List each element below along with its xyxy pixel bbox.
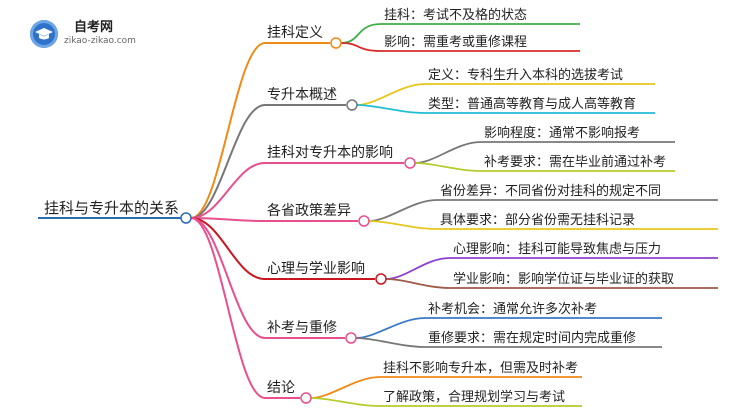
- branch-node: 专升本概述: [265, 87, 358, 111]
- branch-node-circle: [345, 332, 357, 344]
- leaf-label: 了解政策，合理规划学习与考试: [383, 389, 565, 405]
- branch-node-circle: [300, 392, 312, 404]
- branch-node: 挂科定义: [265, 25, 342, 49]
- leaf-node: 具体要求：部分省份需无挂科记录: [437, 213, 718, 230]
- root-node-circle: [180, 212, 192, 224]
- leaf-node: 重修要求：需在规定时间内完成重修: [425, 330, 662, 348]
- leaf-connector: [356, 104, 426, 114]
- leaf-label: 补考机会：通常允许多次补考: [428, 301, 597, 317]
- leaf-label: 挂科不影响专升本，但需及时补考: [383, 360, 578, 376]
- branch-node-circle: [346, 99, 358, 111]
- leaf-label: 影响程度：通常不影响报考: [484, 125, 640, 141]
- branch-label: 挂科定义: [267, 25, 323, 41]
- leaf-label: 具体要求：部分省份需无挂科记录: [440, 213, 635, 228]
- branch-label: 结论: [267, 380, 295, 396]
- branch-connector: [190, 217, 266, 399]
- leaf-label: 挂科：考试不及格的状态: [384, 7, 527, 23]
- branch-node: 结论: [265, 380, 312, 404]
- leaf-connector: [310, 376, 381, 399]
- leaf-label: 定义：专科生升入本科的选拔考试: [428, 67, 623, 83]
- leaf-node: 挂科不影响专升本，但需及时补考: [380, 360, 582, 378]
- branch-connector: [190, 162, 266, 219]
- leaf-connector: [355, 317, 426, 339]
- site-logo: 自考网 zikao-zikao.com: [30, 16, 180, 52]
- graduation-cap-icon: [30, 20, 58, 48]
- logo-title: 自考网: [74, 20, 114, 35]
- leaf-label: 影响：需重考或重修课程: [384, 34, 527, 50]
- leaf-node: 补考要求：需在毕业前通过补考: [481, 154, 675, 172]
- branch-connector: [190, 217, 266, 222]
- leaf-connector: [340, 23, 382, 44]
- leaf-connector: [340, 42, 382, 52]
- leaf-node: 影响：需重考或重修课程: [381, 34, 580, 52]
- branch-node-circle: [375, 273, 387, 285]
- branch-node-circle: [330, 37, 342, 49]
- branch-label: 挂科对专升本的影响: [267, 145, 393, 161]
- branch-connector: [190, 42, 266, 219]
- branch-node-circle: [404, 157, 416, 169]
- leaf-node: 学业影响：影响学位证与毕业证的获取: [450, 271, 718, 289]
- leaf-connector: [385, 278, 451, 289]
- root-node: 挂科与专升本的关系: [38, 199, 192, 224]
- branch-label: 心理与学业影响: [267, 261, 365, 277]
- branch-connector: [190, 104, 266, 219]
- leaf-connector: [414, 141, 482, 164]
- branch-node: 各省政策差异: [265, 202, 370, 227]
- branch-node: 挂科对专升本的影响: [265, 145, 416, 169]
- leaf-node: 挂科：考试不及格的状态: [381, 7, 580, 25]
- leaf-connector: [356, 83, 426, 106]
- branch-label: 专升本概述: [267, 87, 337, 103]
- leaf-connector: [310, 397, 381, 407]
- leaf-node: 定义：专科生升入本科的选拔考试: [425, 67, 655, 85]
- leaf-node: 补考机会：通常允许多次补考: [425, 301, 662, 319]
- branch-connector: [190, 217, 266, 280]
- mind-map-nodes: 挂科与专升本的关系 挂科定义 挂科：考试不及格的状态影响：需重考或重修课程专升本概述…: [38, 7, 718, 407]
- branch-node-circle: [358, 215, 370, 227]
- leaf-node: 类型：普通高等教育与成人高等教育: [425, 96, 655, 114]
- leaf-node: 影响程度：通常不影响报考: [481, 125, 675, 143]
- leaf-node: 了解政策，合理规划学习与考试: [380, 389, 582, 407]
- leaf-connector: [385, 257, 451, 280]
- branch-node: 补考与重修: [265, 320, 357, 344]
- leaf-connector: [355, 337, 426, 348]
- leaf-label: 补考要求：需在毕业前通过补考: [484, 154, 666, 170]
- leaf-connector: [414, 162, 482, 172]
- connector-lines: [190, 23, 482, 407]
- branch-label: 补考与重修: [267, 320, 337, 336]
- branch-connector: [190, 217, 266, 339]
- logo-subtitle: zikao-zikao.com: [64, 36, 136, 46]
- branch-label: 各省政策差异: [267, 202, 351, 219]
- leaf-label: 重修要求：需在规定时间内完成重修: [428, 330, 636, 346]
- root-label: 挂科与专升本的关系: [44, 199, 179, 217]
- leaf-node: 省份差异：不同省份对挂科的规定不同: [437, 183, 718, 201]
- leaf-label: 省份差异：不同省份对挂科的规定不同: [440, 183, 661, 199]
- leaf-connector: [368, 199, 438, 222]
- leaf-label: 类型：普通高等教育与成人高等教育: [428, 96, 636, 112]
- leaf-connector: [368, 220, 438, 230]
- leaf-node: 心理影响：挂科可能导致焦虑与压力: [450, 241, 718, 259]
- leaf-label: 心理影响：挂科可能导致焦虑与压力: [453, 241, 661, 257]
- branch-node: 心理与学业影响: [265, 261, 387, 285]
- leaf-label: 学业影响：影响学位证与毕业证的获取: [453, 271, 674, 287]
